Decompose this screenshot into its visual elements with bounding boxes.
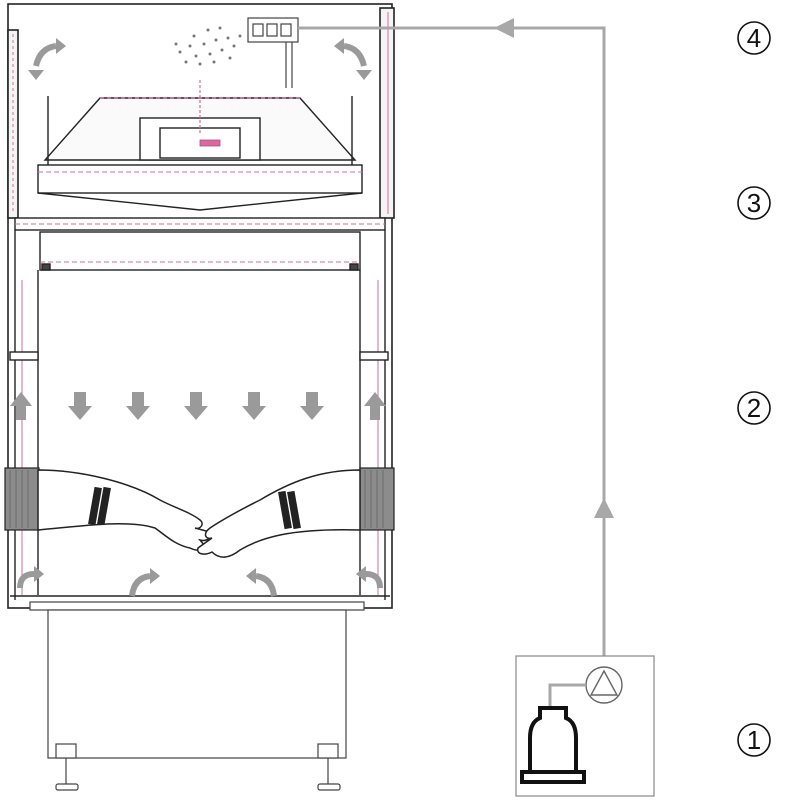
cabinet-stand	[29, 601, 365, 791]
vapor-spray	[174, 26, 242, 66]
airflow-arrow-icon	[242, 392, 266, 420]
gloved-hands-icon	[37, 469, 361, 558]
callout-label: 4	[747, 23, 761, 53]
airflow-arrow-icon	[365, 571, 383, 589]
flow-direction-arrow	[494, 18, 514, 38]
gas-cylinder-icon	[520, 706, 586, 784]
callout-label: 2	[747, 393, 761, 423]
airflow-arrow-icon	[184, 392, 208, 420]
airflow-arrow-icon	[17, 571, 35, 589]
callout-label: 1	[747, 725, 761, 755]
callout-2: 2	[737, 391, 771, 425]
callout-4: 4	[737, 21, 771, 55]
generator-box	[515, 655, 655, 797]
flow-direction-arrow	[594, 498, 614, 518]
airflow-arrow-icon	[364, 392, 386, 420]
filter-housing	[14, 80, 386, 271]
airflow-arrow-icon	[300, 392, 324, 420]
downflow-arrows	[68, 392, 324, 420]
work-chamber	[9, 230, 390, 600]
airflow-arrow-icon	[68, 392, 92, 420]
airflow-arrow-icon	[126, 392, 150, 420]
callout-1: 1	[737, 723, 771, 757]
callout-3: 3	[737, 186, 771, 220]
right-top-panel	[379, 7, 395, 219]
airflow-arrow-icon	[10, 392, 32, 420]
airflow-arrow-icon	[33, 43, 57, 67]
upflow-arrows	[10, 392, 386, 420]
airflow-arrow-icon	[255, 573, 277, 597]
airflow-arrow-icon	[343, 43, 367, 67]
airflow-arrow-icon	[129, 573, 151, 597]
curved-airflow-arrows	[17, 43, 383, 597]
supply-line	[298, 26, 606, 668]
sensor-panel-icon	[247, 17, 299, 88]
callout-label: 3	[747, 188, 761, 218]
